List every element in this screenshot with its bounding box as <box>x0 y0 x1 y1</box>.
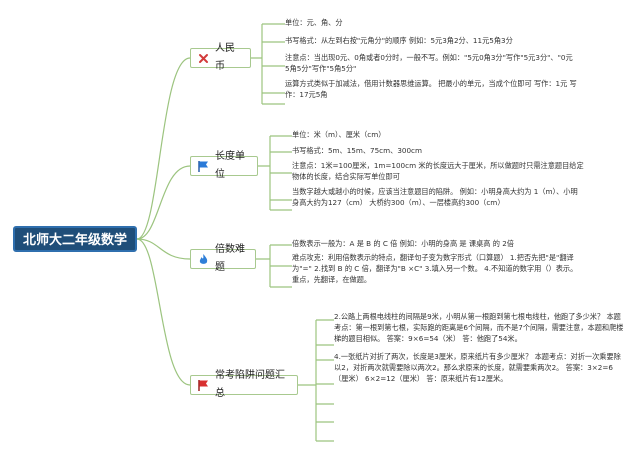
link-root-topic-2 <box>136 238 191 260</box>
blue-flag-icon <box>197 160 210 173</box>
note-multiple-1: 倍数表示一般为：A 是 B 的 C 倍 例如：小明的身高 是 课桌高 的 2倍 <box>292 239 514 248</box>
fire-icon <box>197 253 210 266</box>
topic-multiple[interactable]: 倍数难题 <box>190 244 256 273</box>
note-rmb-4: 运算方式类似于加减法，借用计数器思维运算。 把最小的单元，当成个位即可 写作：1… <box>285 79 577 99</box>
note-length-4: 当数字越大或越小的时候，应该当注意题目的陷阱。 例如：小明身高大约为 1（m）、… <box>292 187 578 207</box>
link-topic-2-bracket <box>256 244 292 288</box>
no-cross-icon <box>197 52 210 65</box>
link-root-topic-1 <box>136 165 191 240</box>
note-traps-1: 2.公路上两根电线柱的间隔是9米，小明从第一根跑到第七根电线柱，他跑了多少米？ … <box>334 312 624 343</box>
note-length-2: 书写格式：5m、15m、75cm、300cm <box>292 146 422 155</box>
topic-label: 常考陷阱问题汇总 <box>215 370 285 399</box>
link-topic-3-bracket <box>298 319 334 442</box>
topic-label: 长度单位 <box>215 151 245 180</box>
topic-length[interactable]: 长度单位 <box>190 151 258 180</box>
red-flag-icon <box>197 379 210 392</box>
link-root-topic-3 <box>136 238 191 386</box>
topic-traps[interactable]: 常考陷阱问题汇总 <box>190 370 298 399</box>
root-node[interactable]: 北师大二年级数学 <box>13 226 137 252</box>
topic-label: 人民币 <box>215 43 235 72</box>
note-rmb-3: 注意点：当出现0元、0角或者0分时，一般不写。例如："5元0角3分"写作"5元3… <box>285 53 573 73</box>
note-rmb-2: 书写格式：从左到右按"元角分"的顺序 例如：5元3角2分、11元5角3分 <box>285 36 513 45</box>
note-multiple-2: 难点攻克：利用倍数表示的特点，翻译句子变为数字形式（口算题） 1.把否先把"是"… <box>292 253 578 284</box>
link-root-topic-0 <box>136 57 191 240</box>
note-length-3: 注意点：1米=100厘米，1m=100cm 米的长度远大于厘米，所以做题时只需注… <box>292 161 584 181</box>
topic-rmb[interactable]: 人民币 <box>190 43 251 72</box>
note-rmb-1: 单位：元、角、分 <box>285 18 343 27</box>
link-topic-0-bracket <box>251 23 285 105</box>
note-length-1: 单位：米（m）、厘米（cm） <box>292 130 386 139</box>
note-traps-2: 4.一张纸片对折了两次，长度是3厘米，原来纸片有多少厘米？ 本题考点：对折一次乘… <box>334 352 621 383</box>
link-topic-1-bracket <box>258 135 292 211</box>
topic-label: 倍数难题 <box>215 244 245 273</box>
